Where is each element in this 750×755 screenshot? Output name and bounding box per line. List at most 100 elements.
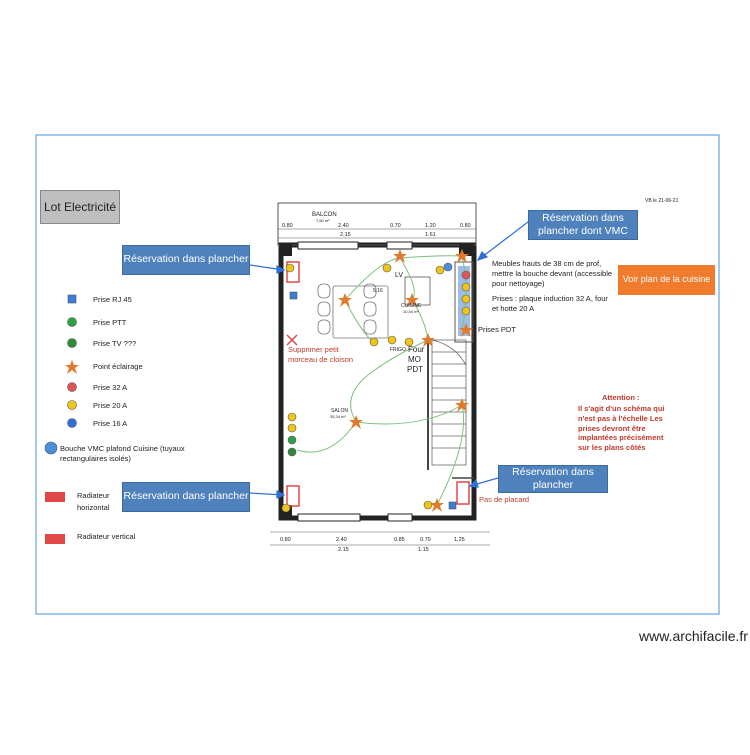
lv-label: LV	[395, 272, 403, 279]
kitchen-counter	[454, 261, 474, 343]
legend-label-vmc: Bouche VMC plafond Cuisine (tuyaux recta…	[60, 444, 185, 463]
dim-top: 1.20	[425, 223, 436, 229]
legend-symbol-rad-v	[45, 534, 65, 544]
four-label: Four	[408, 345, 425, 354]
light-point	[455, 249, 469, 263]
outlet-20a	[404, 337, 414, 347]
dim-top: 0.70	[390, 223, 401, 229]
cuisine-area: 10,44 m²	[403, 309, 419, 314]
dim-top: 0.80	[460, 223, 471, 229]
radiator-vertical	[456, 481, 470, 505]
note-prises-pdt: Prises PDT	[478, 325, 516, 334]
outlet-20a	[287, 412, 297, 422]
note-meubles: Meubles hauts de 38 cm de prof, mettre l…	[492, 259, 613, 288]
light-point	[349, 415, 363, 429]
callout-arrows	[249, 221, 529, 499]
kitchen-island	[404, 276, 431, 306]
window-top-1	[297, 241, 359, 250]
radiator-vertical	[286, 485, 300, 507]
balcony-outline	[277, 202, 477, 246]
legend-symbol-ptt	[67, 317, 77, 327]
remove-partition-marker	[286, 334, 298, 346]
wall-pillar	[280, 244, 292, 256]
attention-body: Il s'agit d'un schéma qui n'est pas à l'…	[578, 404, 665, 452]
dim-bottom-sub: 2.15	[338, 547, 349, 553]
outlet-20a	[423, 500, 433, 510]
window-bottom-2	[387, 513, 413, 522]
outlet-20a	[461, 306, 471, 316]
legend-label-20a: Prise 20 A	[93, 401, 128, 410]
callout-reservation-bottom-right: Réservation dans plancher	[498, 465, 608, 493]
callout-reservation-top-left: Réservation dans plancher	[122, 245, 250, 275]
legend-label-rad-v: Radiateur vertical	[77, 532, 136, 541]
dim-top: 2.40	[338, 223, 349, 229]
dimension-line-bottom	[270, 531, 490, 546]
light-point	[459, 323, 473, 337]
callout-reservation-top-right: Réservation dans plancher dont VMC	[528, 210, 638, 240]
outlet-20a	[287, 423, 297, 433]
light-point	[338, 293, 352, 307]
outlet-20a	[369, 337, 379, 347]
legend-symbol-rad-h	[45, 492, 65, 502]
legend-label-rj45: Prise RJ 45	[93, 295, 132, 304]
outlet-20a	[435, 265, 445, 275]
legend-symbol-rj45	[67, 294, 77, 304]
salon-area: 35,34 m²	[330, 414, 346, 419]
sheet-border	[35, 134, 720, 615]
outlet-20a	[285, 263, 295, 273]
dim-top-sub: 1.61	[425, 232, 436, 238]
legend-label-32a: Prise 32 A	[93, 383, 128, 392]
dining-table	[317, 283, 389, 339]
window-bottom-1	[297, 513, 361, 522]
staircase	[431, 339, 467, 466]
see-kitchen-plan: Voir plan de la cuisine	[618, 265, 715, 295]
outlet-20a	[461, 294, 471, 304]
watermark: www.archifacile.fr	[639, 628, 748, 644]
outlet-ptt	[287, 435, 297, 445]
lot-title: Lot Electricité	[40, 190, 120, 224]
pdt-label: PDT	[407, 365, 423, 374]
light-point	[393, 249, 407, 263]
stamp: VB le 21-06-21	[645, 198, 679, 204]
legend-symbol-tv	[67, 338, 77, 348]
attention-title: Attention :	[602, 393, 640, 402]
dim-bottom: 2.40	[336, 537, 347, 543]
dim-top: 0.80	[282, 223, 293, 229]
light-point	[421, 333, 435, 347]
legend-symbol-20a	[67, 400, 77, 410]
outlet-20a	[281, 503, 291, 513]
vmc-outlet	[443, 262, 453, 272]
legend-symbol-vmc	[44, 441, 58, 455]
mo-label: MO	[408, 355, 421, 364]
legend-symbols	[44, 294, 79, 544]
sejour-dim: 5.16	[373, 288, 383, 294]
cuisine-label: CUISINE	[401, 303, 422, 309]
legend-label-16a: Prise 16 A	[93, 419, 128, 428]
frigo-label: FRIGO	[390, 347, 406, 353]
legend-label-tv: Prise TV ???	[93, 339, 137, 348]
light-points	[338, 249, 473, 512]
dim-bottom-sub: 1.15	[418, 547, 429, 553]
outlets	[281, 262, 471, 513]
dim-bottom: 0.80	[280, 537, 291, 543]
outlet-rj45	[289, 291, 298, 300]
window-top-2	[386, 241, 413, 250]
light-point	[405, 293, 419, 307]
outlet-20a	[461, 282, 471, 292]
note-prises: Prises : plaque induction 32 A, four et …	[492, 294, 608, 313]
legend-label-ptt: Prise PTT	[93, 318, 127, 327]
outlet-20a	[387, 335, 397, 345]
outlet-tv	[287, 447, 297, 457]
dim-top-sub: 2.15	[340, 232, 351, 238]
light-point	[430, 498, 444, 512]
dimension-line-top	[278, 228, 476, 239]
balcon-label: BALCON	[312, 212, 337, 218]
callout-reservation-bottom-left: Réservation dans plancher	[122, 482, 250, 512]
radiator-vertical	[286, 261, 300, 283]
legend-label-rad-h: Radiateur horizontal	[77, 491, 110, 512]
note-supprimer-cloison: Supprimer petit morceau de cloison	[288, 345, 354, 364]
note-pas-de-placard: Pas de placard	[479, 495, 530, 504]
dim-bottom: 0.85	[394, 537, 405, 543]
